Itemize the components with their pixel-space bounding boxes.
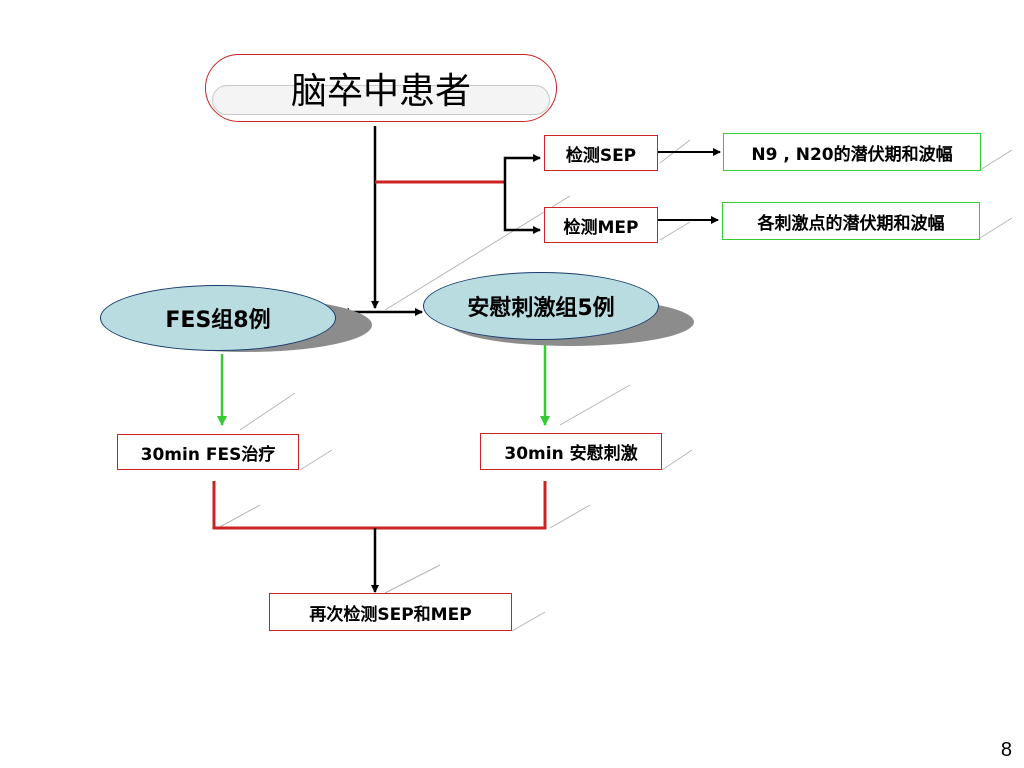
placebo-treatment-label: 30min 安慰刺激 xyxy=(504,444,638,464)
patient-title-box: 脑卒中患者 xyxy=(205,54,557,122)
final-test-box: 再次检测SEP和MEP xyxy=(269,593,512,631)
to-sep-check-arrow xyxy=(503,154,541,182)
final-test-label: 再次检测SEP和MEP xyxy=(309,604,472,625)
sep-check-box: 检测SEP xyxy=(544,135,658,171)
mep-check-box: 检测MEP xyxy=(544,207,658,243)
mep-result-box: 各刺激点的潜伏期和波幅 xyxy=(722,202,980,240)
page-number: 8 xyxy=(1000,739,1012,761)
to-mep-check-arrow xyxy=(503,182,541,234)
placebo-treatment-box: 30min 安慰刺激 xyxy=(480,433,662,470)
fes-treatment-box: 30min FES治疗 xyxy=(117,434,299,470)
placebo-group-ellipse: 安慰刺激组5例 xyxy=(423,272,659,340)
decorative-perspective-lines xyxy=(217,139,1013,632)
fes-group-label: FES组8例 xyxy=(165,308,271,333)
mep-check-label: 检测MEP xyxy=(563,217,639,238)
sep-result-box: N9 , N20的潜伏期和波幅 xyxy=(723,133,981,171)
patient-title: 脑卒中患者 xyxy=(290,71,471,112)
fes-group-ellipse: FES组8例 xyxy=(100,285,336,351)
sep-check-label: 检测SEP xyxy=(565,145,637,166)
placebo-group-label: 安慰刺激组5例 xyxy=(467,296,615,321)
mep-result-label: 各刺激点的潜伏期和波幅 xyxy=(757,213,945,234)
fes-treatment-label: 30min FES治疗 xyxy=(140,444,276,465)
sep-result-label: N9 , N20的潜伏期和波幅 xyxy=(751,144,953,165)
red-merge-connector xyxy=(212,481,547,530)
